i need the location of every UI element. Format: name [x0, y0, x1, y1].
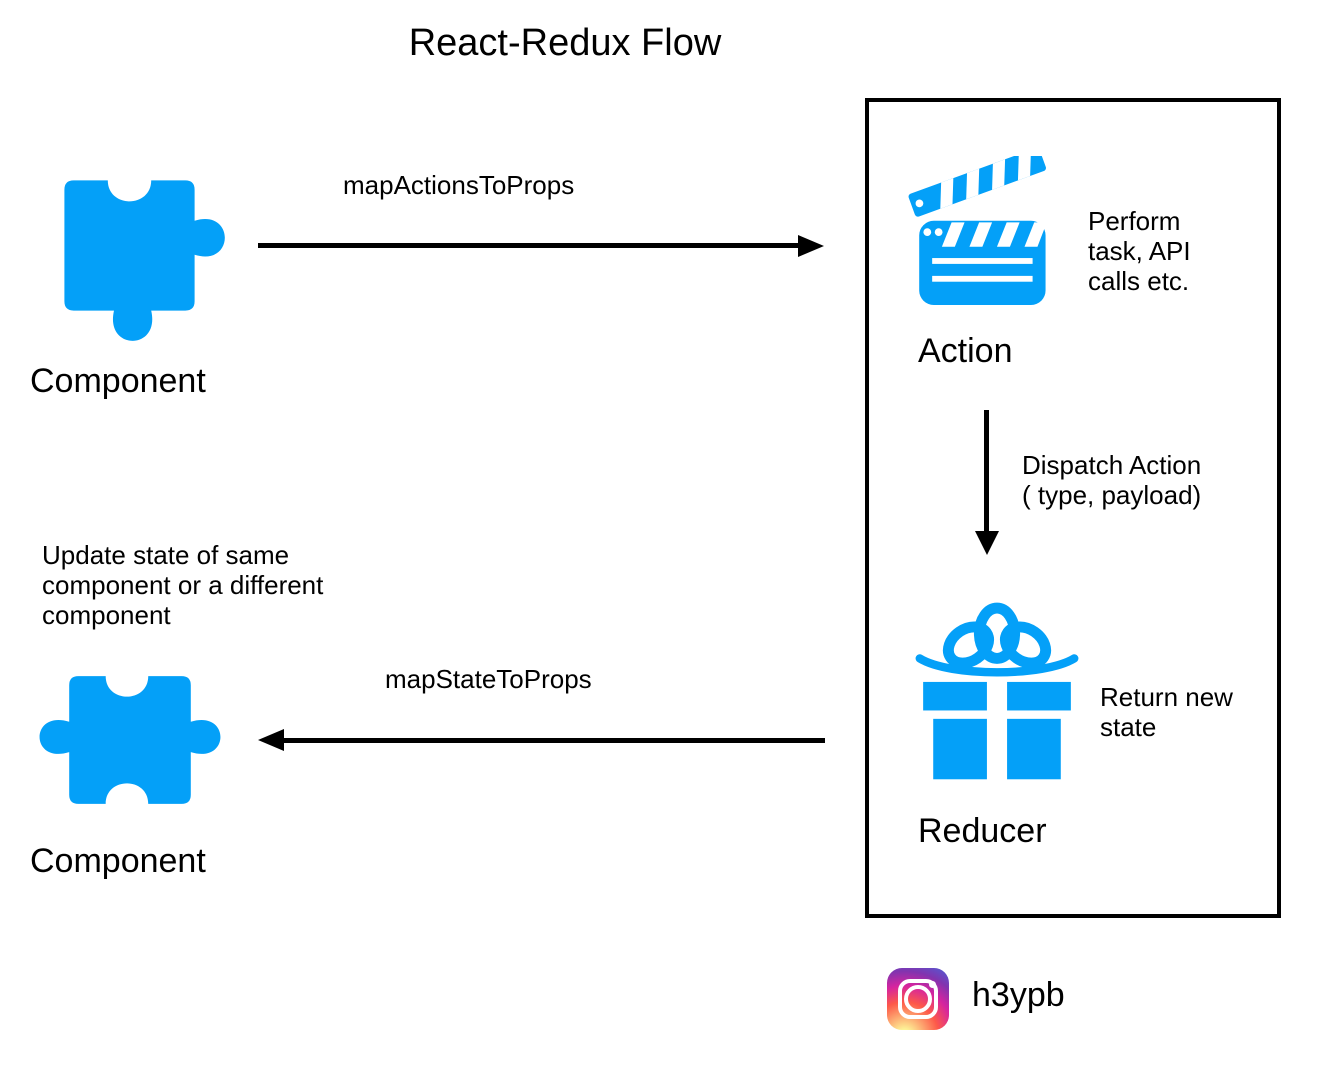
component-bottom-label: Component: [30, 842, 206, 880]
component-top-label: Component: [30, 362, 206, 400]
action-note-line3: calls etc.: [1088, 266, 1190, 296]
instagram-flash-dot: [929, 981, 936, 988]
action-label: Action: [918, 332, 1013, 370]
instagram-icon: [887, 968, 949, 1030]
puzzle-piece-icon: [39, 676, 221, 804]
instagram-frame: [898, 979, 938, 1019]
gift-icon: [915, 602, 1079, 780]
map-actions-arrow-line: [258, 243, 800, 248]
action-note: Perform task, API calls etc.: [1088, 206, 1191, 296]
dispatch-arrowhead-icon: [975, 531, 999, 555]
dispatch-arrow-line: [984, 410, 989, 533]
instagram-handle: h3ypb: [972, 976, 1065, 1014]
dispatch-label: Dispatch Action ( type, payload): [1022, 450, 1201, 510]
dispatch-label-line1: Dispatch Action: [1022, 450, 1202, 480]
update-state-note-line2: component or a different: [42, 570, 324, 600]
reducer-note-line2: state: [1100, 712, 1157, 742]
map-state-arrowhead-icon: [258, 729, 284, 751]
reducer-note-line1: Return new: [1100, 682, 1233, 712]
dispatch-label-line2: ( type, payload): [1022, 480, 1202, 510]
action-note-line2: task, API: [1088, 236, 1191, 266]
update-state-note-line1: Update state of same: [42, 540, 290, 570]
map-state-to-props-label: mapStateToProps: [385, 664, 592, 694]
update-state-note-line3: component: [42, 600, 171, 630]
instagram-lens: [904, 985, 932, 1013]
clapperboard-icon: [908, 156, 1046, 306]
map-actions-arrowhead-icon: [798, 235, 824, 257]
update-state-note: Update state of same component or a diff…: [42, 540, 323, 630]
reducer-label: Reducer: [918, 812, 1047, 850]
map-state-arrow-line: [282, 738, 825, 743]
reducer-note: Return new state: [1100, 682, 1233, 742]
puzzle-piece-icon: [64, 180, 225, 341]
page-title: React-Redux Flow: [408, 22, 722, 64]
map-actions-to-props-label: mapActionsToProps: [343, 170, 575, 200]
action-note-line1: Perform: [1088, 206, 1181, 236]
